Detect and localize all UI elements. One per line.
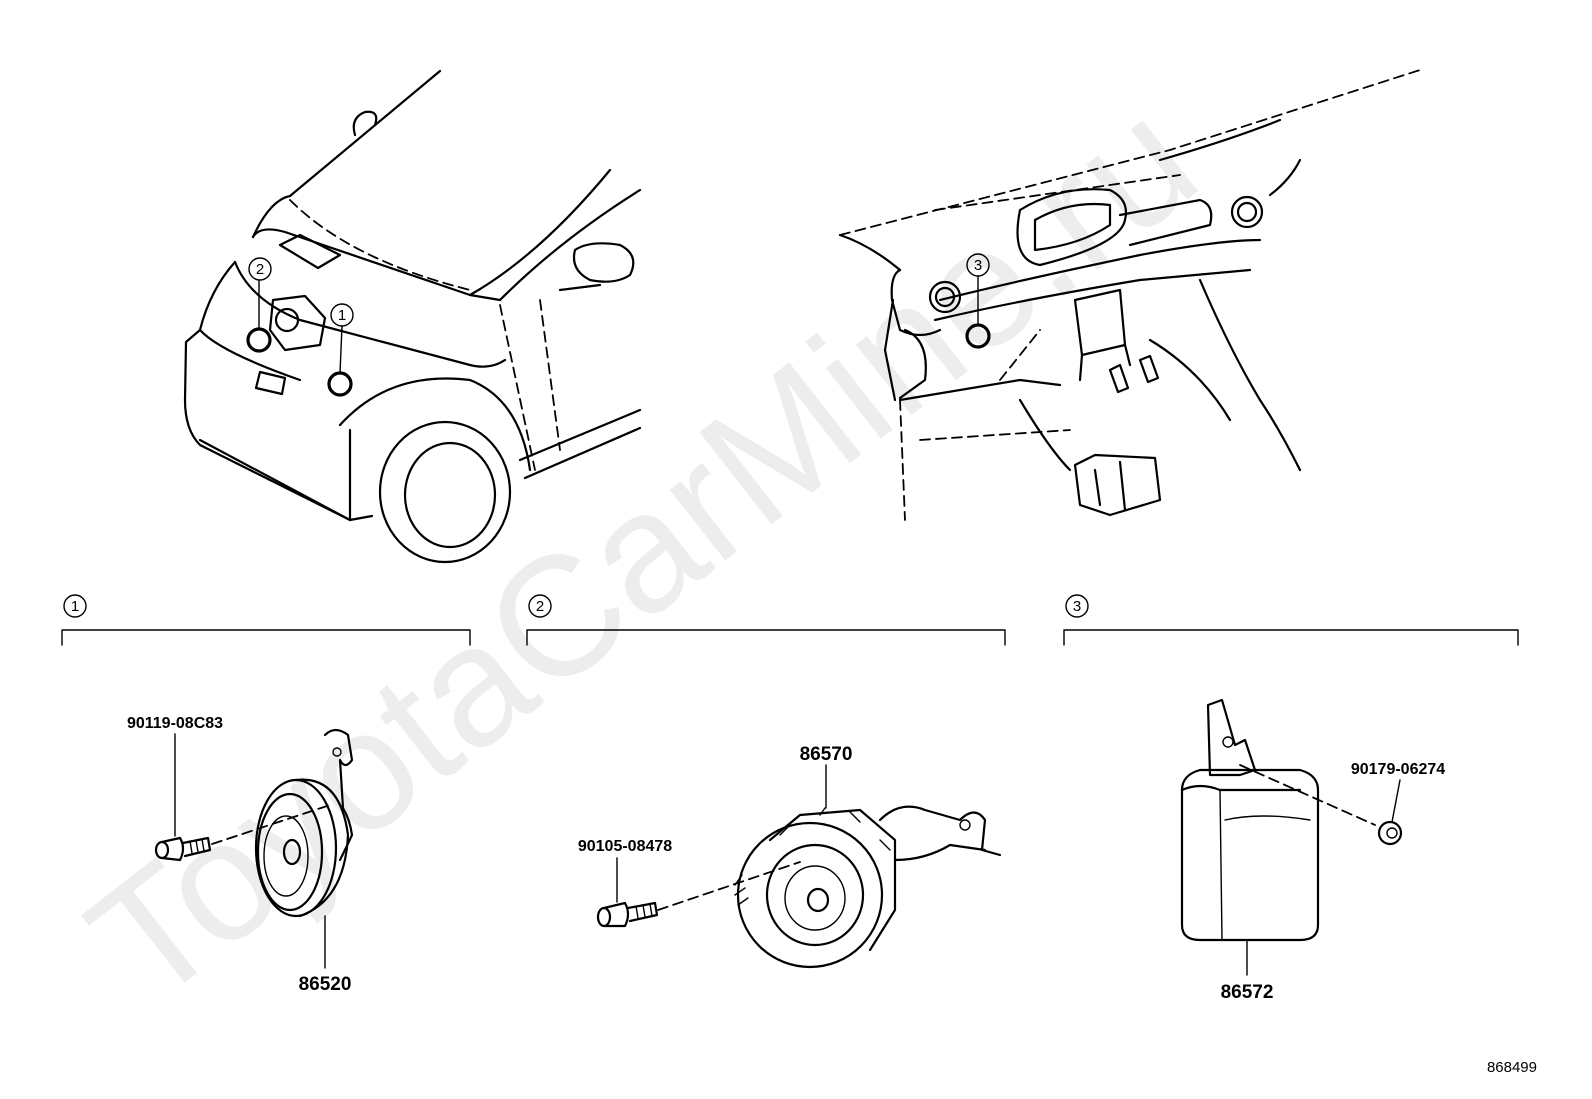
- callout-2-car: 2: [248, 257, 272, 281]
- part-90105-08478-label: 90105-08478: [578, 838, 672, 855]
- nut-icon: [1377, 820, 1403, 846]
- svg-text:1: 1: [338, 307, 346, 324]
- bolt-icon: [154, 836, 212, 862]
- part-90119-08C83-label: 90119-08C83: [127, 715, 223, 732]
- part-86520-label: 86520: [299, 974, 352, 995]
- callout-3-dash: 3: [966, 253, 990, 277]
- section-1-header: 1: [61, 594, 471, 646]
- horn-86570-icon: [734, 805, 1002, 969]
- svg-text:1: 1: [71, 598, 79, 615]
- svg-text:3: 3: [974, 257, 982, 274]
- dashboard-illustration: 3: [838, 69, 1421, 521]
- part-86570-label: 86570: [800, 744, 853, 765]
- part-90179-06274-label: 90179-06274: [1351, 761, 1445, 778]
- ecu-86572-icon: [1180, 698, 1320, 942]
- svg-text:2: 2: [536, 598, 544, 615]
- section-2-parts: 90105-08478 86570: [578, 744, 1002, 969]
- svg-text:2: 2: [256, 261, 264, 278]
- section-1-parts: 90119-08C83 86520: [127, 715, 354, 995]
- diagram-id: 868499: [1487, 1059, 1537, 1076]
- watermark: ToyotaCarMine.ru: [56, 63, 1230, 1039]
- part-86572-label: 86572: [1221, 982, 1274, 1003]
- section-2-header: 2: [526, 594, 1006, 646]
- section-3-header: 3: [1063, 594, 1519, 646]
- section-3-parts: 90179-06274 86572: [1180, 698, 1445, 1003]
- car-front-illustration: 1 2: [183, 69, 642, 564]
- bolt-icon: [596, 901, 659, 928]
- svg-text:3: 3: [1073, 598, 1081, 615]
- horn-86520-icon: [254, 728, 354, 918]
- callout-1-car: 1: [330, 303, 354, 327]
